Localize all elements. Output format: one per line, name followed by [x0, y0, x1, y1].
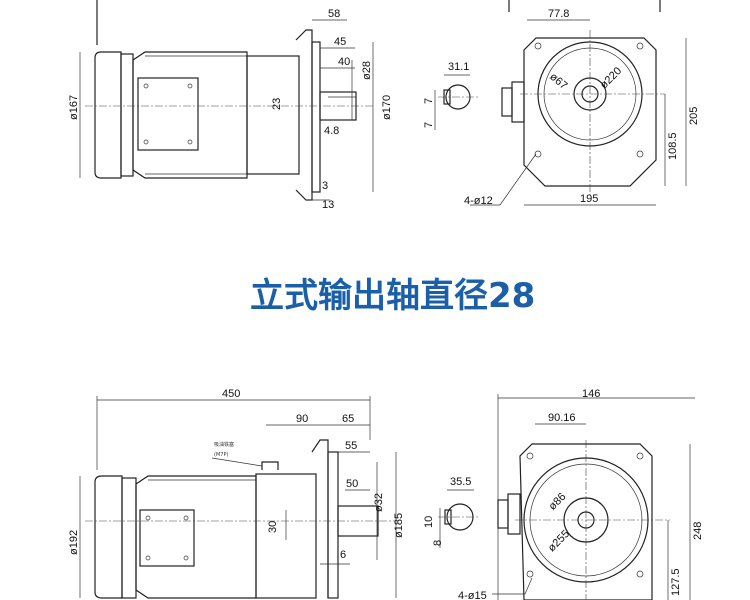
dim-31-1: 31.1	[448, 61, 469, 73]
view2-front-view	[492, 394, 695, 600]
dim-10: 10	[423, 516, 435, 528]
dim-flange-diameter: ø170	[381, 95, 393, 120]
dim-flange-diameter-2: ø185	[393, 513, 405, 538]
dim-23: 23	[271, 98, 283, 110]
dim-6: 6	[340, 549, 346, 561]
oil-plug-label: 吸油铁塞	[214, 441, 234, 448]
dim-40: 40	[338, 56, 350, 68]
view1-front-view	[470, 0, 687, 206]
dim-13: 13	[322, 199, 334, 211]
dim-127-5: 127.5	[670, 568, 682, 596]
dim-55: 55	[345, 440, 357, 452]
dim-77-8: 77.8	[548, 8, 569, 20]
dim-65: 65	[342, 413, 354, 425]
dim-205: 205	[688, 107, 700, 125]
dim-58: 58	[328, 8, 340, 20]
view1-shaft-section	[434, 74, 478, 130]
dim-8: 8	[432, 540, 444, 546]
dim-motor-diameter: ø167	[68, 95, 80, 120]
dim-motor-diameter-2: ø192	[68, 530, 80, 555]
dim-inner-diameter-2: ø86	[547, 491, 569, 513]
oil-plug-label-sub: (M7P)	[214, 452, 228, 458]
dim-shaft-diameter: ø28	[361, 61, 373, 80]
dim-holes-1: 4-ø12	[464, 195, 493, 207]
dim-30: 30	[267, 521, 279, 533]
view2-shaft-section	[438, 489, 480, 548]
dim-35-5: 35.5	[450, 476, 471, 488]
dim-bolt-circle: ø220	[598, 65, 624, 91]
dim-90-16: 90.16	[548, 412, 576, 424]
dim-90: 90	[296, 413, 308, 425]
view2-side-elevation	[79, 396, 397, 599]
dim-4-8: 4.8	[324, 125, 339, 137]
view1-side-elevation	[79, 0, 375, 201]
dim-146: 146	[582, 388, 600, 400]
dim-inner-diameter: ø67	[547, 71, 569, 92]
dim-7b: 7	[423, 122, 435, 128]
dim-248: 248	[692, 522, 704, 540]
dim-45: 45	[334, 36, 346, 48]
dim-holes-2: 4-ø15	[458, 590, 487, 600]
page-title: 立式输出轴直径28	[250, 276, 535, 316]
dim-7a: 7	[423, 98, 435, 104]
dim-3: 3	[322, 180, 328, 192]
dim-shaft-diameter-2: ø32	[373, 493, 385, 512]
dim-50: 50	[346, 478, 358, 490]
dim-108-5: 108.5	[667, 132, 679, 160]
dim-450: 450	[222, 388, 240, 400]
dim-195: 195	[580, 193, 598, 205]
